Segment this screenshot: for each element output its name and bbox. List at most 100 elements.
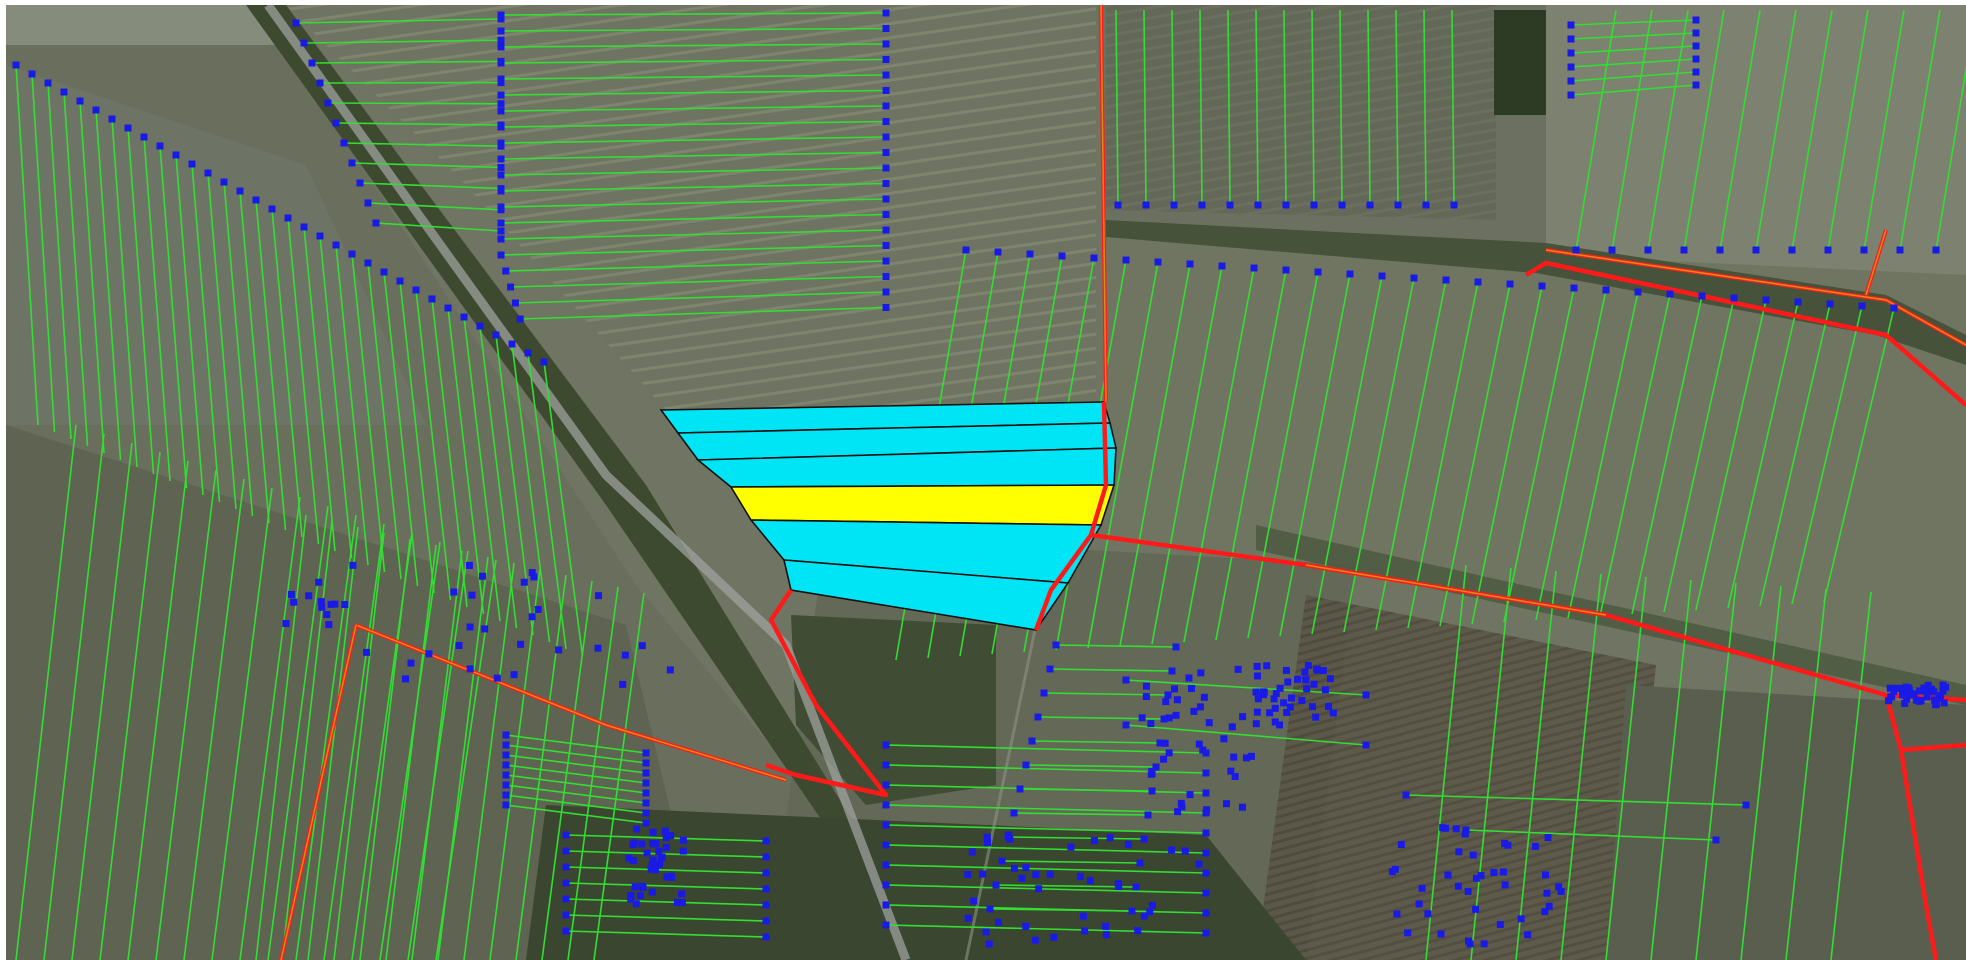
parcel-line [1570, 71, 1697, 82]
parcel-line [207, 172, 237, 510]
vertex [667, 872, 675, 880]
vertex [638, 840, 646, 848]
vertex [1314, 268, 1322, 276]
vertex [1115, 883, 1123, 891]
parcel-line [995, 884, 1137, 888]
vertex [1174, 808, 1182, 816]
vertex [412, 286, 420, 294]
vertex [1202, 829, 1210, 837]
vertex [649, 828, 657, 836]
parcel-line [1375, 279, 1447, 631]
vertex [1928, 685, 1936, 693]
parcel-line [1405, 794, 1747, 806]
vertex [1608, 246, 1616, 254]
vertex [1742, 801, 1750, 809]
vertex [1195, 860, 1203, 868]
parcel-line [1719, 9, 1761, 251]
vertex [678, 899, 686, 907]
vertex [1788, 246, 1796, 254]
vertex [172, 151, 180, 159]
vertex [1444, 871, 1452, 879]
vertex [1253, 662, 1261, 670]
parcel-line [437, 556, 489, 960]
parcel-line [565, 850, 767, 858]
vertex [647, 865, 655, 873]
vertex [882, 40, 890, 48]
vertex [1170, 201, 1178, 209]
vertex [1402, 791, 1410, 799]
vertex [1202, 909, 1210, 917]
parcel-line [1695, 582, 1737, 960]
vertex [1826, 300, 1834, 308]
vertex [562, 831, 570, 839]
vertex [1937, 692, 1945, 700]
parcel-line [565, 882, 767, 890]
vertex [1181, 847, 1189, 855]
vertex [982, 928, 990, 936]
vertex [1026, 250, 1034, 258]
vertex [1136, 859, 1144, 867]
vertex [1271, 704, 1279, 712]
parcel-line [1013, 812, 1149, 816]
parcel-line [505, 744, 647, 764]
vertex [638, 882, 646, 890]
vertex [497, 57, 505, 65]
vertex [1040, 689, 1048, 697]
vertex [1462, 826, 1470, 834]
vertex [1567, 35, 1575, 43]
vertex [656, 860, 664, 868]
vertex [1692, 81, 1700, 89]
vertex [882, 781, 890, 789]
parcel-line [281, 520, 333, 960]
vertex [1362, 691, 1370, 699]
parcel-line [15, 64, 39, 426]
vertex [502, 731, 510, 739]
vertex [497, 100, 505, 108]
vertex [497, 227, 505, 235]
parcel-line [885, 744, 1207, 754]
vertex [1282, 201, 1290, 209]
vertex [661, 827, 669, 835]
vertex [1031, 936, 1039, 944]
vertex [402, 675, 410, 683]
parcel-line [500, 136, 887, 144]
parcel-line [505, 794, 647, 814]
parcel-line [271, 208, 303, 538]
vertex [594, 644, 602, 652]
vertex [651, 866, 659, 874]
vertex [317, 598, 325, 606]
vertex [632, 900, 640, 908]
parcel-line [191, 163, 221, 503]
parcel-line [1470, 567, 1512, 960]
parcel-line [885, 864, 1207, 874]
vertex [1294, 675, 1302, 683]
map-viewport[interactable] [6, 5, 1966, 960]
vertex [530, 573, 538, 581]
vertex [1504, 841, 1512, 849]
vertex [1205, 719, 1213, 727]
vertex [1541, 871, 1549, 879]
map-canvas[interactable] [6, 5, 1966, 960]
vertex [1902, 683, 1910, 691]
vertex [425, 650, 433, 658]
vertex [882, 841, 890, 849]
vertex [1252, 720, 1260, 728]
parcel-line [541, 580, 593, 960]
vertex [188, 160, 196, 168]
parcel-line [1535, 289, 1607, 621]
vertex [650, 840, 658, 848]
vertex [534, 605, 542, 613]
vertex [633, 825, 641, 833]
parcel-line [1001, 860, 1141, 864]
vertex [1920, 684, 1928, 692]
highlighted-parcel[interactable] [729, 484, 1116, 526]
parcel-line [1683, 9, 1725, 251]
vertex [466, 623, 474, 631]
vertex [762, 869, 770, 877]
vertex [497, 107, 505, 115]
vertex [1310, 201, 1318, 209]
vertex [995, 918, 1003, 926]
vertex [631, 883, 639, 891]
vertex [1698, 292, 1706, 300]
vertex [290, 598, 298, 606]
